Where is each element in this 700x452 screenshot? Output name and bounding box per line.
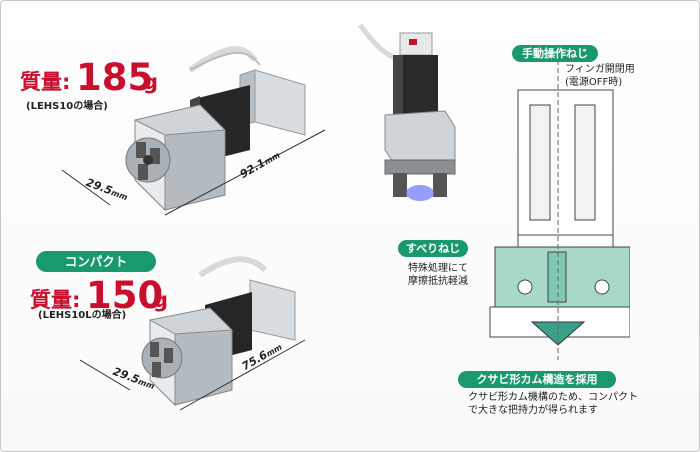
compact-badge: コンパクト: [36, 251, 156, 272]
top-mass-value: 185: [76, 56, 154, 99]
bottom-mass-unit: g: [153, 288, 169, 312]
manual-screw-desc: フィンガ開閉用 (電源OFF時): [565, 63, 635, 89]
wedge-cam-desc-line2: で大きな把持力が得られます: [468, 405, 598, 416]
slide-screw-badge: すべりねじ: [398, 240, 468, 257]
bottom-gripper-image: [80, 256, 306, 411]
top-mass-label: 質量:: [20, 70, 71, 94]
center-gripper-image: [358, 23, 456, 201]
slide-screw-desc-line2: 摩擦抵抗軽減: [408, 276, 468, 287]
bottom-mass-label: 質量:: [30, 288, 81, 312]
bottom-mass-value: 150: [86, 274, 164, 317]
wedge-cam-desc-line1: クサビ形カム機構のため、コンパクト: [468, 392, 638, 403]
slide-screw-desc-line1: 特殊処理にて: [408, 263, 468, 274]
manual-screw-badge: 手動操作ねじ: [512, 45, 598, 62]
wedge-cam-desc: クサビ形カム機構のため、コンパクト で大きな把持力が得られます: [468, 391, 638, 417]
manual-screw-desc-line2: (電源OFF時): [565, 77, 623, 88]
wedge-cam-badge: クサビ形カム構造を採用: [458, 371, 616, 388]
bottom-model-note: (LEHS10Lの場合): [38, 310, 127, 321]
top-mass-unit: g: [143, 70, 159, 94]
slide-screw-desc: 特殊処理にて 摩擦抵抗軽減: [408, 262, 468, 288]
top-gripper-image: [61, 46, 326, 216]
top-model-note: (LEHS10の場合): [26, 101, 108, 112]
manual-screw-desc-line1: フィンガ開閉用: [565, 64, 635, 75]
section-diagram: [489, 60, 630, 360]
